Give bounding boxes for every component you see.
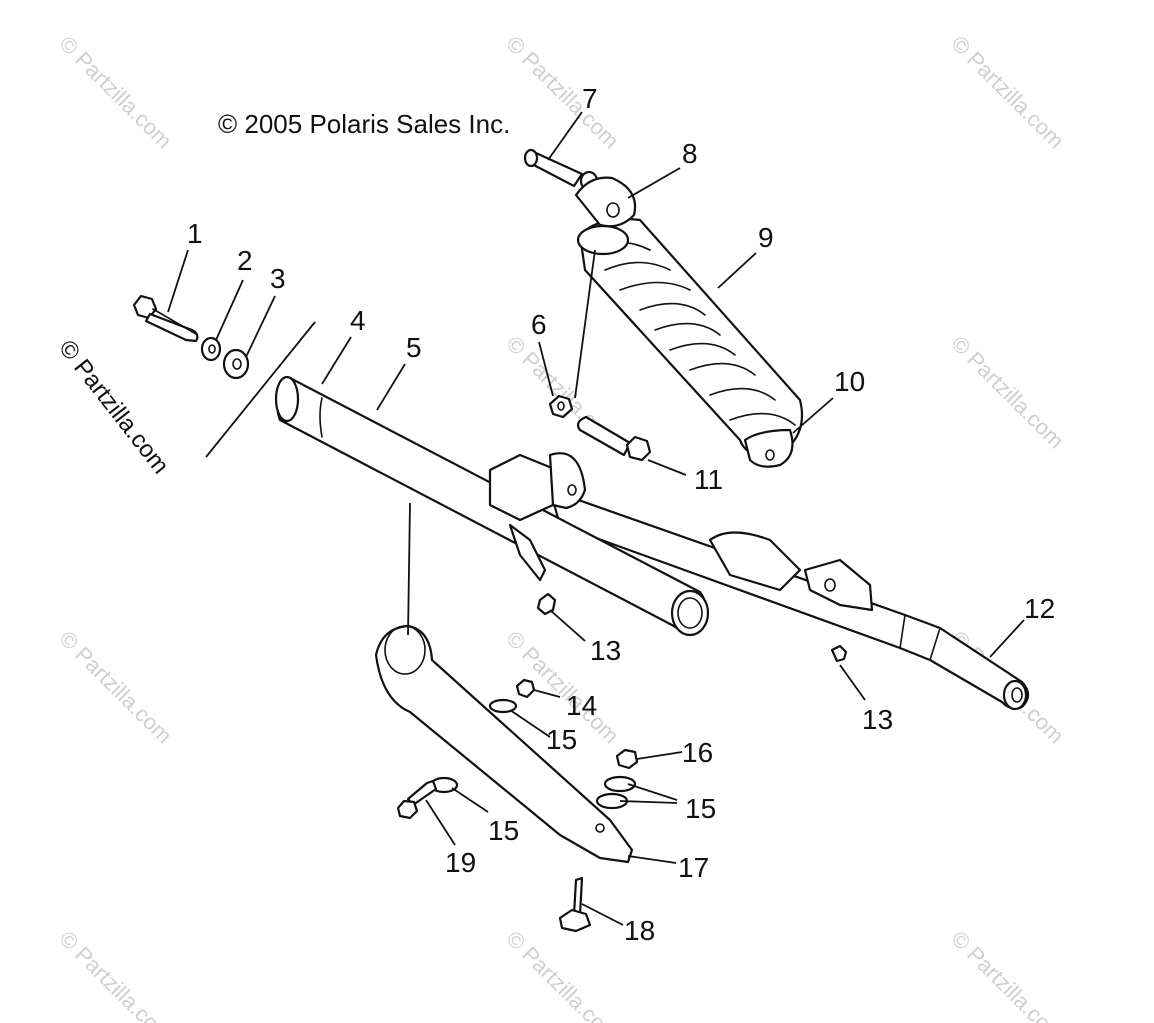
leader-lines [167,111,1025,926]
callout-labels: 1 2 3 4 5 6 7 8 9 10 11 12 13 13 14 15 1… [187,83,1055,946]
part-3-washer [222,348,250,380]
callout-13b: 13 [862,704,893,735]
callout-8: 8 [682,138,698,169]
watermark-text: © Partzilla.com [501,926,624,1023]
callout-17: 17 [678,852,709,883]
callout-7: 7 [582,83,598,114]
copyright-text: © 2005 Polaris Sales Inc. [218,109,510,139]
callout-15c: 15 [685,793,716,824]
callout-6: 6 [531,309,547,340]
part-9-shock [576,217,804,462]
callout-14: 14 [566,690,597,721]
watermark-text: © Partzilla.com [501,31,624,154]
part-12-rail-tube [548,488,1030,711]
callout-2: 2 [237,245,253,276]
callout-12: 12 [1024,593,1055,624]
watermark-text: © Partzilla.com [946,926,1069,1023]
callout-10: 10 [834,366,865,397]
side-watermark: © Partzilla.com [53,335,174,479]
guide-line [205,321,316,458]
watermark-text: © Partzilla.com [946,31,1069,154]
callout-3: 3 [270,263,286,294]
part-14-nut [515,678,536,699]
center-bracket [488,452,587,582]
part-2-washer [200,336,222,362]
part-18-bolt [558,876,592,933]
part-15-washers [429,698,637,810]
callout-1: 1 [187,218,203,249]
part-11-bolt [576,415,652,462]
callout-11: 11 [694,464,723,495]
callout-15b: 15 [488,815,519,846]
callout-19: 19 [445,847,476,878]
watermark-text: © Partzilla.com [946,331,1069,454]
callout-5: 5 [406,332,422,363]
part-13-grease-fitting [536,592,848,663]
part-6-nut [548,394,574,419]
part-10-shock-eye [743,428,794,468]
rail-bracket [708,531,874,612]
part-8-shock-eye [574,176,637,228]
part-16-nut [615,748,639,770]
callout-16: 16 [682,737,713,768]
callout-4: 4 [350,305,366,336]
part-19-bolt [396,779,438,820]
callout-13a: 13 [590,635,621,666]
watermark-text: © Partzilla.com [54,31,177,154]
watermark-text: © Partzilla.com [54,926,177,1023]
callout-15a: 15 [546,724,577,755]
callout-18: 18 [624,915,655,946]
callout-9: 9 [758,222,774,253]
part-17-arm [374,624,634,864]
watermark-text: © Partzilla.com [54,626,177,749]
part-1-bolt [132,294,199,343]
